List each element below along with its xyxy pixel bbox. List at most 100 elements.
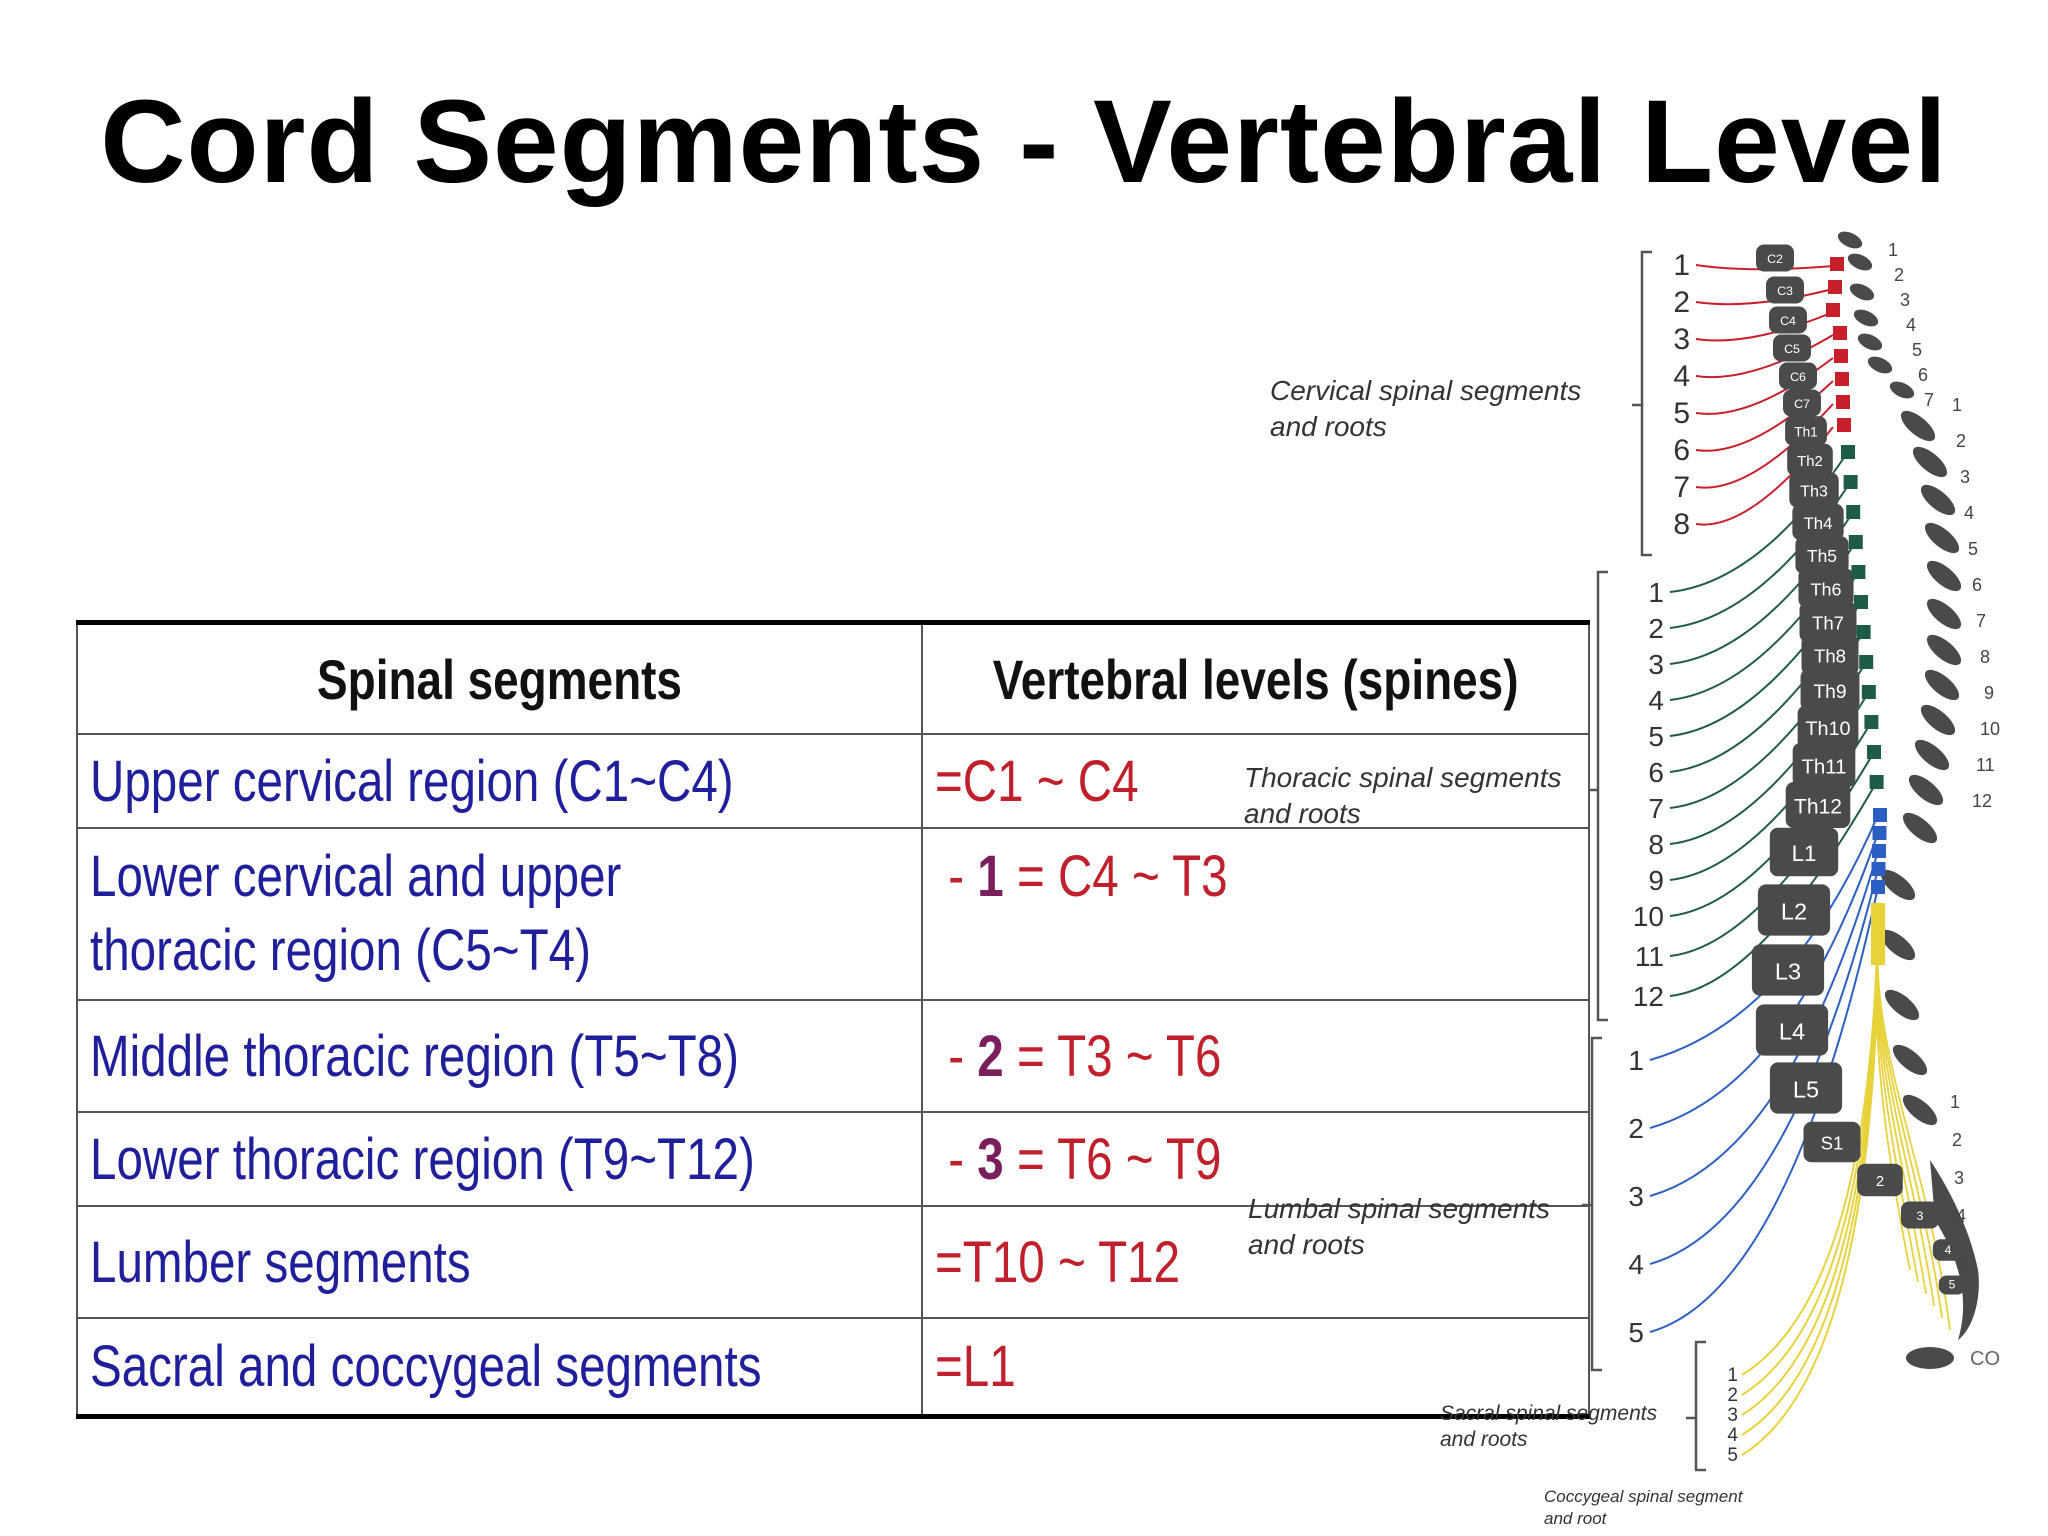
spinous-number: 3 bbox=[1954, 1168, 1964, 1188]
nerve-root bbox=[1649, 868, 1879, 1265]
cord-segment bbox=[1830, 257, 1844, 271]
root-number: 2 bbox=[1648, 613, 1664, 644]
spinous-process bbox=[1892, 1044, 1928, 1076]
spinous-process bbox=[1900, 410, 1936, 442]
region-cell: Lower thoracic region (T9~T12) bbox=[76, 1111, 923, 1207]
spinous-process bbox=[1920, 484, 1956, 516]
vertebra-label: Th9 bbox=[1813, 682, 1846, 703]
spinous-number: 4 bbox=[1906, 315, 1916, 335]
root-number: 10 bbox=[1633, 901, 1664, 932]
spinous-number: 2 bbox=[1952, 1130, 1962, 1150]
vertebral-body bbox=[1785, 416, 1827, 446]
vertebra-label: Th3 bbox=[1800, 483, 1828, 501]
root-number: 4 bbox=[1673, 360, 1690, 393]
vertebral-body bbox=[1751, 944, 1825, 996]
cord-segment bbox=[1828, 280, 1842, 294]
cervical-label-line1: Cervical spinal segments bbox=[1270, 375, 1581, 406]
vertebral-body bbox=[1755, 1004, 1829, 1056]
level-cell: - 1 = C4 ~ T3 bbox=[920, 827, 1591, 1001]
cord-segment bbox=[1869, 775, 1884, 789]
sacral-bracket bbox=[1694, 1340, 1706, 1472]
cervical-bracket bbox=[1640, 250, 1652, 557]
coccyx-label: CO bbox=[1970, 1348, 2000, 1370]
cord-segment bbox=[1872, 826, 1887, 840]
lumbar-bracket bbox=[1590, 1036, 1602, 1372]
root-number: 2 bbox=[1673, 286, 1690, 319]
vertebra-label: Th8 bbox=[1814, 646, 1846, 667]
cord-segment bbox=[1846, 505, 1861, 519]
spinous-process bbox=[1849, 283, 1875, 301]
cord-segment bbox=[1835, 372, 1849, 386]
region-cell: Middle thoracic region (T5~T8) bbox=[76, 999, 923, 1113]
cord-segment bbox=[1871, 880, 1885, 894]
root-number: 1 bbox=[1727, 1365, 1738, 1386]
vertebral-body bbox=[1792, 503, 1844, 541]
vertebra-label: Th1 bbox=[1794, 425, 1817, 440]
nerve-root bbox=[1741, 929, 1879, 1396]
spinous-number: 5 bbox=[1912, 340, 1922, 360]
spinous-number: 5 bbox=[1958, 1254, 1968, 1274]
vertebral-body bbox=[1901, 1201, 1939, 1229]
nerve-root bbox=[1695, 311, 1834, 342]
spinous-process bbox=[1926, 560, 1962, 592]
root-number: 4 bbox=[1648, 685, 1664, 716]
spinous-number: 2 bbox=[1956, 431, 1966, 451]
vertebra-label: Th5 bbox=[1807, 546, 1837, 566]
spinous-number: 9 bbox=[1984, 683, 1994, 703]
root-number: 6 bbox=[1673, 434, 1690, 467]
cord-segment bbox=[1867, 745, 1881, 759]
vertebral-bodies: C2C3C4C5C6C7Th1Th2Th3Th4Th5Th6Th7Th8Th9T… bbox=[1751, 244, 2000, 1370]
root-number: 11 bbox=[1635, 941, 1664, 972]
root-number: 4 bbox=[1727, 1425, 1738, 1446]
vertebra-label: C4 bbox=[1780, 314, 1796, 328]
nerve-root bbox=[1695, 264, 1834, 271]
nerve-root bbox=[1669, 781, 1878, 997]
vertebra-label: Th10 bbox=[1805, 718, 1850, 740]
vertebra-label: C3 bbox=[1777, 284, 1793, 298]
region-cell: Lumber segments bbox=[76, 1205, 923, 1319]
spinous-process bbox=[1889, 381, 1915, 399]
spinous-process bbox=[1853, 309, 1879, 327]
vertebral-body bbox=[1799, 601, 1857, 643]
cord-segment bbox=[1826, 303, 1840, 317]
vertebral-body bbox=[1795, 536, 1849, 574]
root-number: 1 bbox=[1648, 577, 1664, 608]
vertebra-label: C2 bbox=[1767, 252, 1783, 266]
spinous-number: 1 bbox=[1952, 395, 1962, 415]
cord-segment bbox=[1873, 808, 1887, 822]
segments-table: Spinal segments Vertebral levels (spines… bbox=[76, 620, 1591, 1419]
level-cell: - 3 = T6 ~ T9 bbox=[920, 1111, 1591, 1207]
cauda-equina-line bbox=[1876, 929, 1951, 1331]
sacral-label-line1: Sacral spinal segments bbox=[1440, 1402, 1658, 1425]
vertebral-body bbox=[1773, 334, 1811, 362]
level-cell: =T10 ~ T12 bbox=[920, 1205, 1591, 1319]
cord-segment bbox=[1871, 915, 1885, 929]
vertebral-body bbox=[1769, 827, 1839, 877]
region-cell: Sacral and coccygeal segments bbox=[76, 1317, 923, 1419]
thoracic-bracket bbox=[1596, 570, 1608, 1022]
vertebra-label: 3 bbox=[1917, 1209, 1924, 1223]
spinous-number: 11 bbox=[1976, 755, 1995, 775]
cord-segment bbox=[1871, 862, 1886, 876]
cord-segment bbox=[1843, 475, 1858, 489]
vertebral-body bbox=[1803, 1121, 1861, 1163]
coccyx bbox=[1906, 1347, 1954, 1369]
cord-segment bbox=[1859, 655, 1874, 669]
cord-segment bbox=[1871, 903, 1885, 917]
vertebral-body bbox=[1769, 1062, 1843, 1114]
cord-segment bbox=[1837, 418, 1851, 432]
spinous-number: 5 bbox=[1968, 539, 1978, 559]
spinous-number: 6 bbox=[1918, 365, 1928, 385]
table-row: Lower thoracic region (T9~T12) - 3 = T6 … bbox=[76, 1111, 1591, 1207]
slide-title: Cord Segments - Vertebral Level bbox=[100, 76, 1948, 208]
root-number: 4 bbox=[1628, 1249, 1644, 1280]
header-spinal-segments: Spinal segments bbox=[76, 620, 923, 735]
root-number: 7 bbox=[1648, 793, 1664, 824]
root-number: 5 bbox=[1673, 397, 1690, 430]
spinous-process bbox=[1924, 669, 1960, 701]
coccygeal-label-line1: Coccygeal spinal segment bbox=[1544, 1487, 1744, 1506]
spinous-process bbox=[1857, 333, 1883, 351]
spinous-process bbox=[1908, 774, 1944, 806]
vertebral-body bbox=[1783, 389, 1821, 417]
